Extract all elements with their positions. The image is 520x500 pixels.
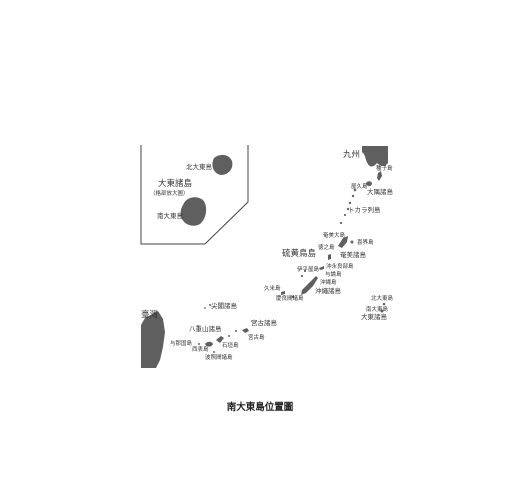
yaeyama-group-label: 八重山諸島 (189, 324, 222, 333)
taiwan-label: 臺灣 (141, 309, 159, 320)
hateruma-label: 波照間諸島 (205, 353, 233, 361)
ishigaki-shape (216, 336, 224, 343)
tokunoshima-shape (328, 254, 331, 260)
tokunoshima-label: 徳之島 (318, 243, 335, 251)
tanegashima-label: 種子島 (376, 164, 393, 172)
inset-kita-daito-label: 北大東島 (186, 162, 213, 171)
inset-frame-right (204, 145, 249, 245)
yakushima-label: 屋久島 (351, 182, 368, 190)
kikaijima-label: 喜界島 (357, 238, 374, 246)
amami-group-label: 奄美諸島 (340, 250, 367, 259)
okinawa-group-label: 沖繩諸島 (315, 286, 342, 295)
amami-oshima-shape (338, 236, 348, 248)
inset-daito-note-label: （格部放大圖） (150, 189, 189, 197)
miyakojima-label: 宮古島 (248, 333, 265, 341)
taiwan-shape (141, 311, 165, 368)
kyushu-label: 九州 (343, 150, 360, 160)
miyako-group-label: 宮古諸島 (251, 318, 278, 327)
ishigaki-label: 石垣島 (222, 341, 239, 349)
inset-minami-daito-label: 南大東島 (157, 211, 184, 220)
kumejima-label: 久米島 (264, 284, 281, 292)
iriomote-shape (205, 341, 213, 347)
okinawa-island-label: 沖縄島 (320, 278, 337, 286)
iou-group-label: 硫黄鳥島 (282, 248, 317, 259)
okinoerabu-shape (319, 266, 324, 270)
daito-group-main-label: 大東諸島 (361, 312, 388, 321)
inset-kita-daito-shape (212, 154, 233, 175)
kyushu-shape (362, 146, 388, 167)
kita-daito-main-label: 北大東島 (371, 294, 394, 302)
yonaguni-label: 与那国島 (170, 339, 193, 347)
senkaku-label: 尖閣諸島 (211, 301, 238, 310)
yoron-label: 与論島 (325, 270, 342, 278)
inset-minami-daito-shape (180, 197, 207, 226)
minami-daito-main-label: 南大東島 (366, 305, 389, 313)
islet-dots (198, 188, 386, 353)
inset-daito-group-label: 大東諸島 (158, 178, 193, 189)
amami-oshima-label: 奄美大島 (323, 231, 346, 239)
iheya-label: 伊平屋島 (297, 265, 320, 273)
kerama-shape (292, 295, 294, 298)
okinawa-island-shape (301, 276, 318, 295)
kerama-label: 慶良間諸島 (276, 294, 304, 302)
iriomote-label: 西表島 (192, 345, 209, 353)
miyakojima-shape (242, 328, 249, 333)
yakushima-shape (366, 181, 372, 187)
kumejima-shape (281, 291, 285, 295)
okinoerabu-label: 沖永良部島 (326, 262, 354, 270)
map-caption: 南大東島位置圖 (227, 401, 294, 413)
osumi-label: 大隅諸島 (367, 187, 394, 196)
tokara-label: トカラ列島 (348, 205, 381, 214)
tanegashima-shape (377, 171, 382, 181)
inset-frame-left (140, 145, 205, 245)
